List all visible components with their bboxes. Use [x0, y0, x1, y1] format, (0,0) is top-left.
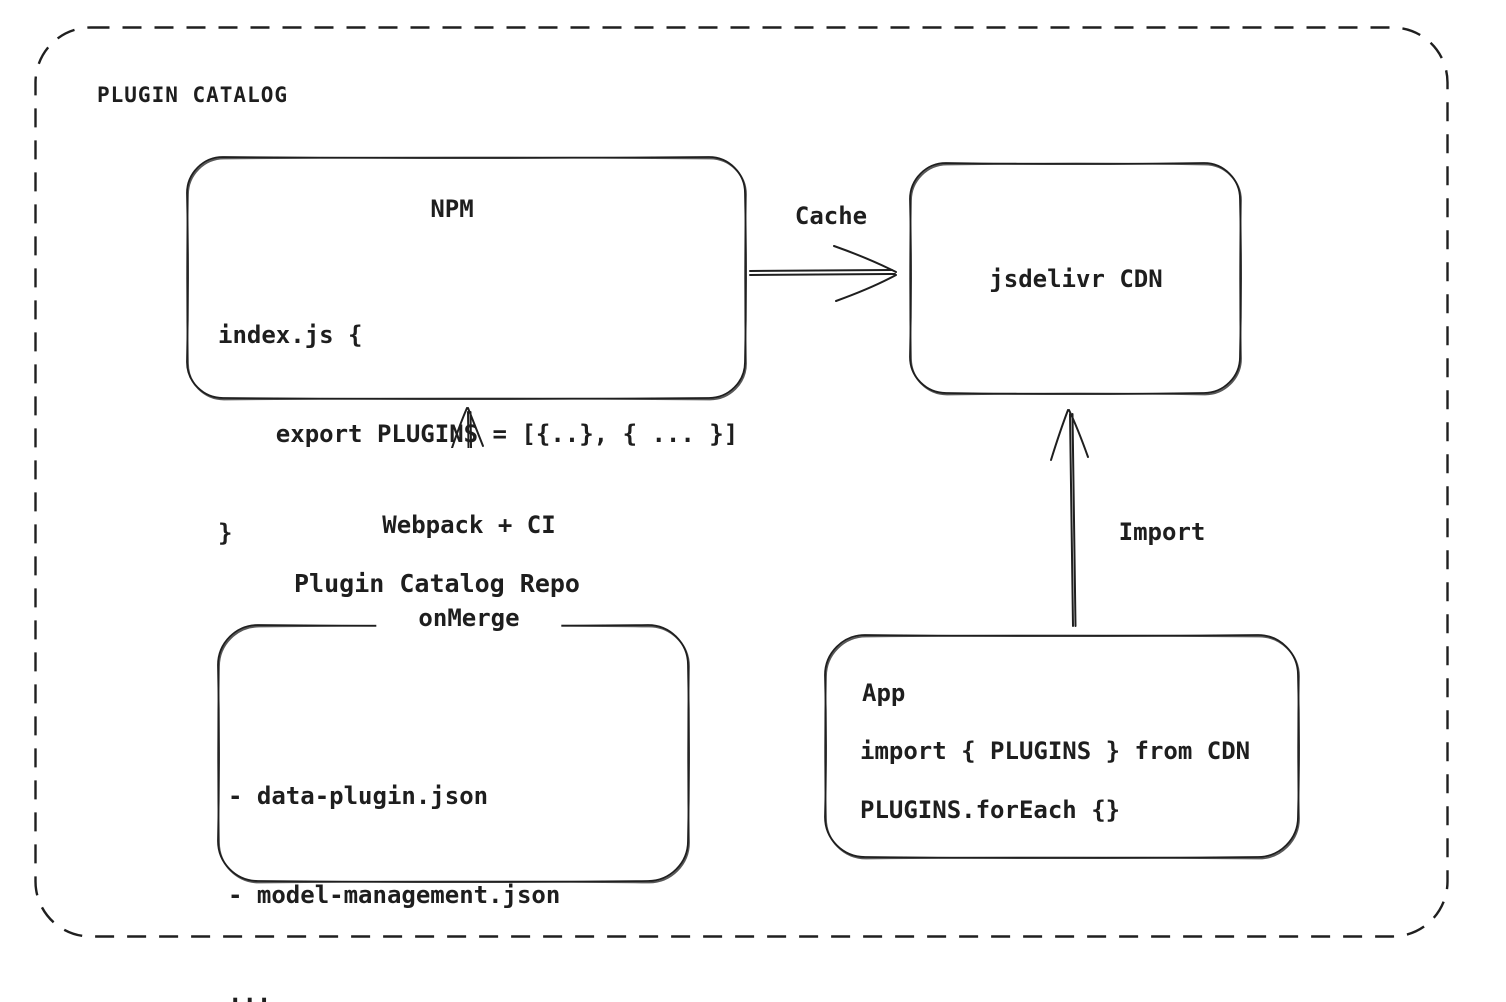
cdn-node-title: jsdelivr CDN: [989, 265, 1163, 293]
repo-file-line: - model-management.json: [228, 881, 561, 909]
cache-arrow-label: Cache: [794, 202, 868, 230]
npm-code-line: index.js {: [218, 321, 363, 349]
app-code-line: PLUGINS.forEach {}: [860, 796, 1121, 824]
cdn-node-outline: [909, 162, 1242, 396]
npm-node-title: NPM: [430, 195, 474, 223]
repo-file-line: - data-plugin.json: [228, 782, 489, 810]
npm-node-outline: [186, 156, 747, 401]
cache-arrow: [749, 245, 897, 302]
repo-node-outline: [217, 624, 690, 883]
npm-code-line: }: [218, 519, 233, 547]
repo-node-outline: [217, 624, 690, 884]
npm-node: [186, 156, 747, 401]
npm-code-line: export PLUGINS = [{..}, { ... }]: [218, 420, 739, 448]
repo-node: [217, 624, 690, 884]
build-arrow-label-line2: onMerge: [418, 604, 520, 632]
repo-node-title: Plugin Catalog Repo: [294, 569, 580, 598]
app-node-title: App: [862, 679, 906, 707]
build-arrow-label-line1: Webpack + CI: [382, 511, 556, 539]
diagram-title: PLUGIN CATALOG: [97, 83, 289, 107]
app-code-line: import { PLUGINS } from CDN: [860, 737, 1251, 765]
repo-file-list: - data-plugin.json - model-management.js…: [228, 714, 560, 1002]
cdn-node-outline: [909, 162, 1242, 395]
import-arrow: [1050, 409, 1089, 627]
app-node-outline: [824, 634, 1300, 860]
repo-file-line: ...: [228, 980, 272, 1002]
catalog-boundary: [34, 26, 1449, 938]
cdn-node: [909, 162, 1242, 396]
app-node: [824, 634, 1300, 860]
import-arrow-label: Import: [1118, 518, 1206, 546]
build-arrow-label: Webpack + CI onMerge: [376, 448, 562, 696]
npm-code-block: index.js { export PLUGINS = [{..}, { ...…: [218, 253, 738, 616]
